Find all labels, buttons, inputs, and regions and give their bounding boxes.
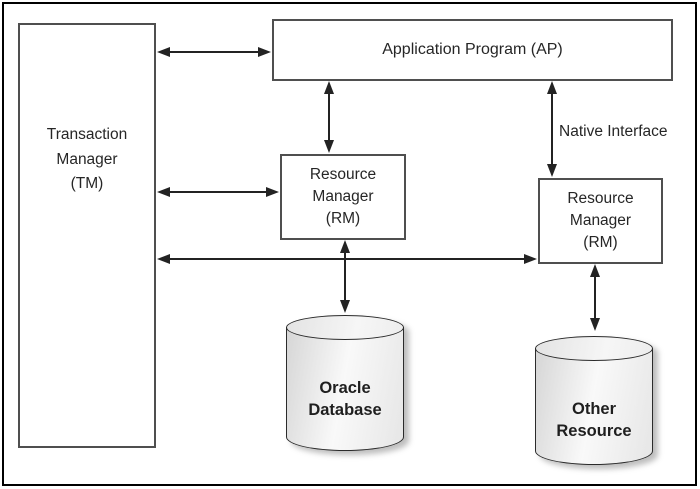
arrow-tm-rm2 [157, 254, 537, 264]
application-program-box: Application Program (AP) [272, 19, 673, 81]
other-cylinder-top-ellipse [535, 336, 653, 361]
arrow-rm2-other-resource [590, 264, 600, 331]
oracle-label-line-2: Database [308, 401, 382, 419]
oracle-cylinder-body [286, 327, 404, 451]
native-interface-label: Native Interface [559, 123, 668, 140]
resource-manager-right-box: Resource Manager (RM) [538, 178, 663, 264]
oracle-database-cylinder: Oracle Database [286, 315, 404, 451]
oracle-label-line-1: Oracle [319, 379, 371, 397]
tm-label-line-3: (TM) [70, 175, 104, 192]
arrow-ap-rm1 [324, 81, 334, 153]
ap-label: Application Program (AP) [382, 41, 563, 58]
rm2-label-line-3: (RM) [583, 234, 618, 251]
arrow-tm-rm1 [157, 187, 279, 197]
resource-manager-center-box: Resource Manager (RM) [280, 154, 406, 240]
rm1-label-line-1: Resource [309, 166, 377, 183]
arrow-rm1-oracle-database [340, 240, 350, 313]
oracle-cylinder-top-ellipse [286, 315, 404, 340]
other-label-line-2: Resource [556, 422, 632, 440]
transaction-manager-box: Transaction Manager (TM) [18, 23, 156, 448]
tm-label-line-1: Transaction [46, 126, 128, 143]
other-cylinder-body [535, 348, 653, 465]
rm1-label-line-3: (RM) [325, 210, 361, 227]
arrow-ap-rm2-native-interface [547, 81, 557, 177]
arrow-tm-ap [157, 47, 271, 57]
rm1-label-line-2: Manager [312, 188, 374, 205]
rm2-label-line-1: Resource [567, 190, 634, 207]
rm2-label-line-2: Manager [569, 212, 632, 229]
other-label-line-1: Other [571, 400, 616, 418]
other-resource-cylinder: Other Resource [535, 336, 653, 465]
tm-label-line-2: Manager [56, 150, 118, 168]
